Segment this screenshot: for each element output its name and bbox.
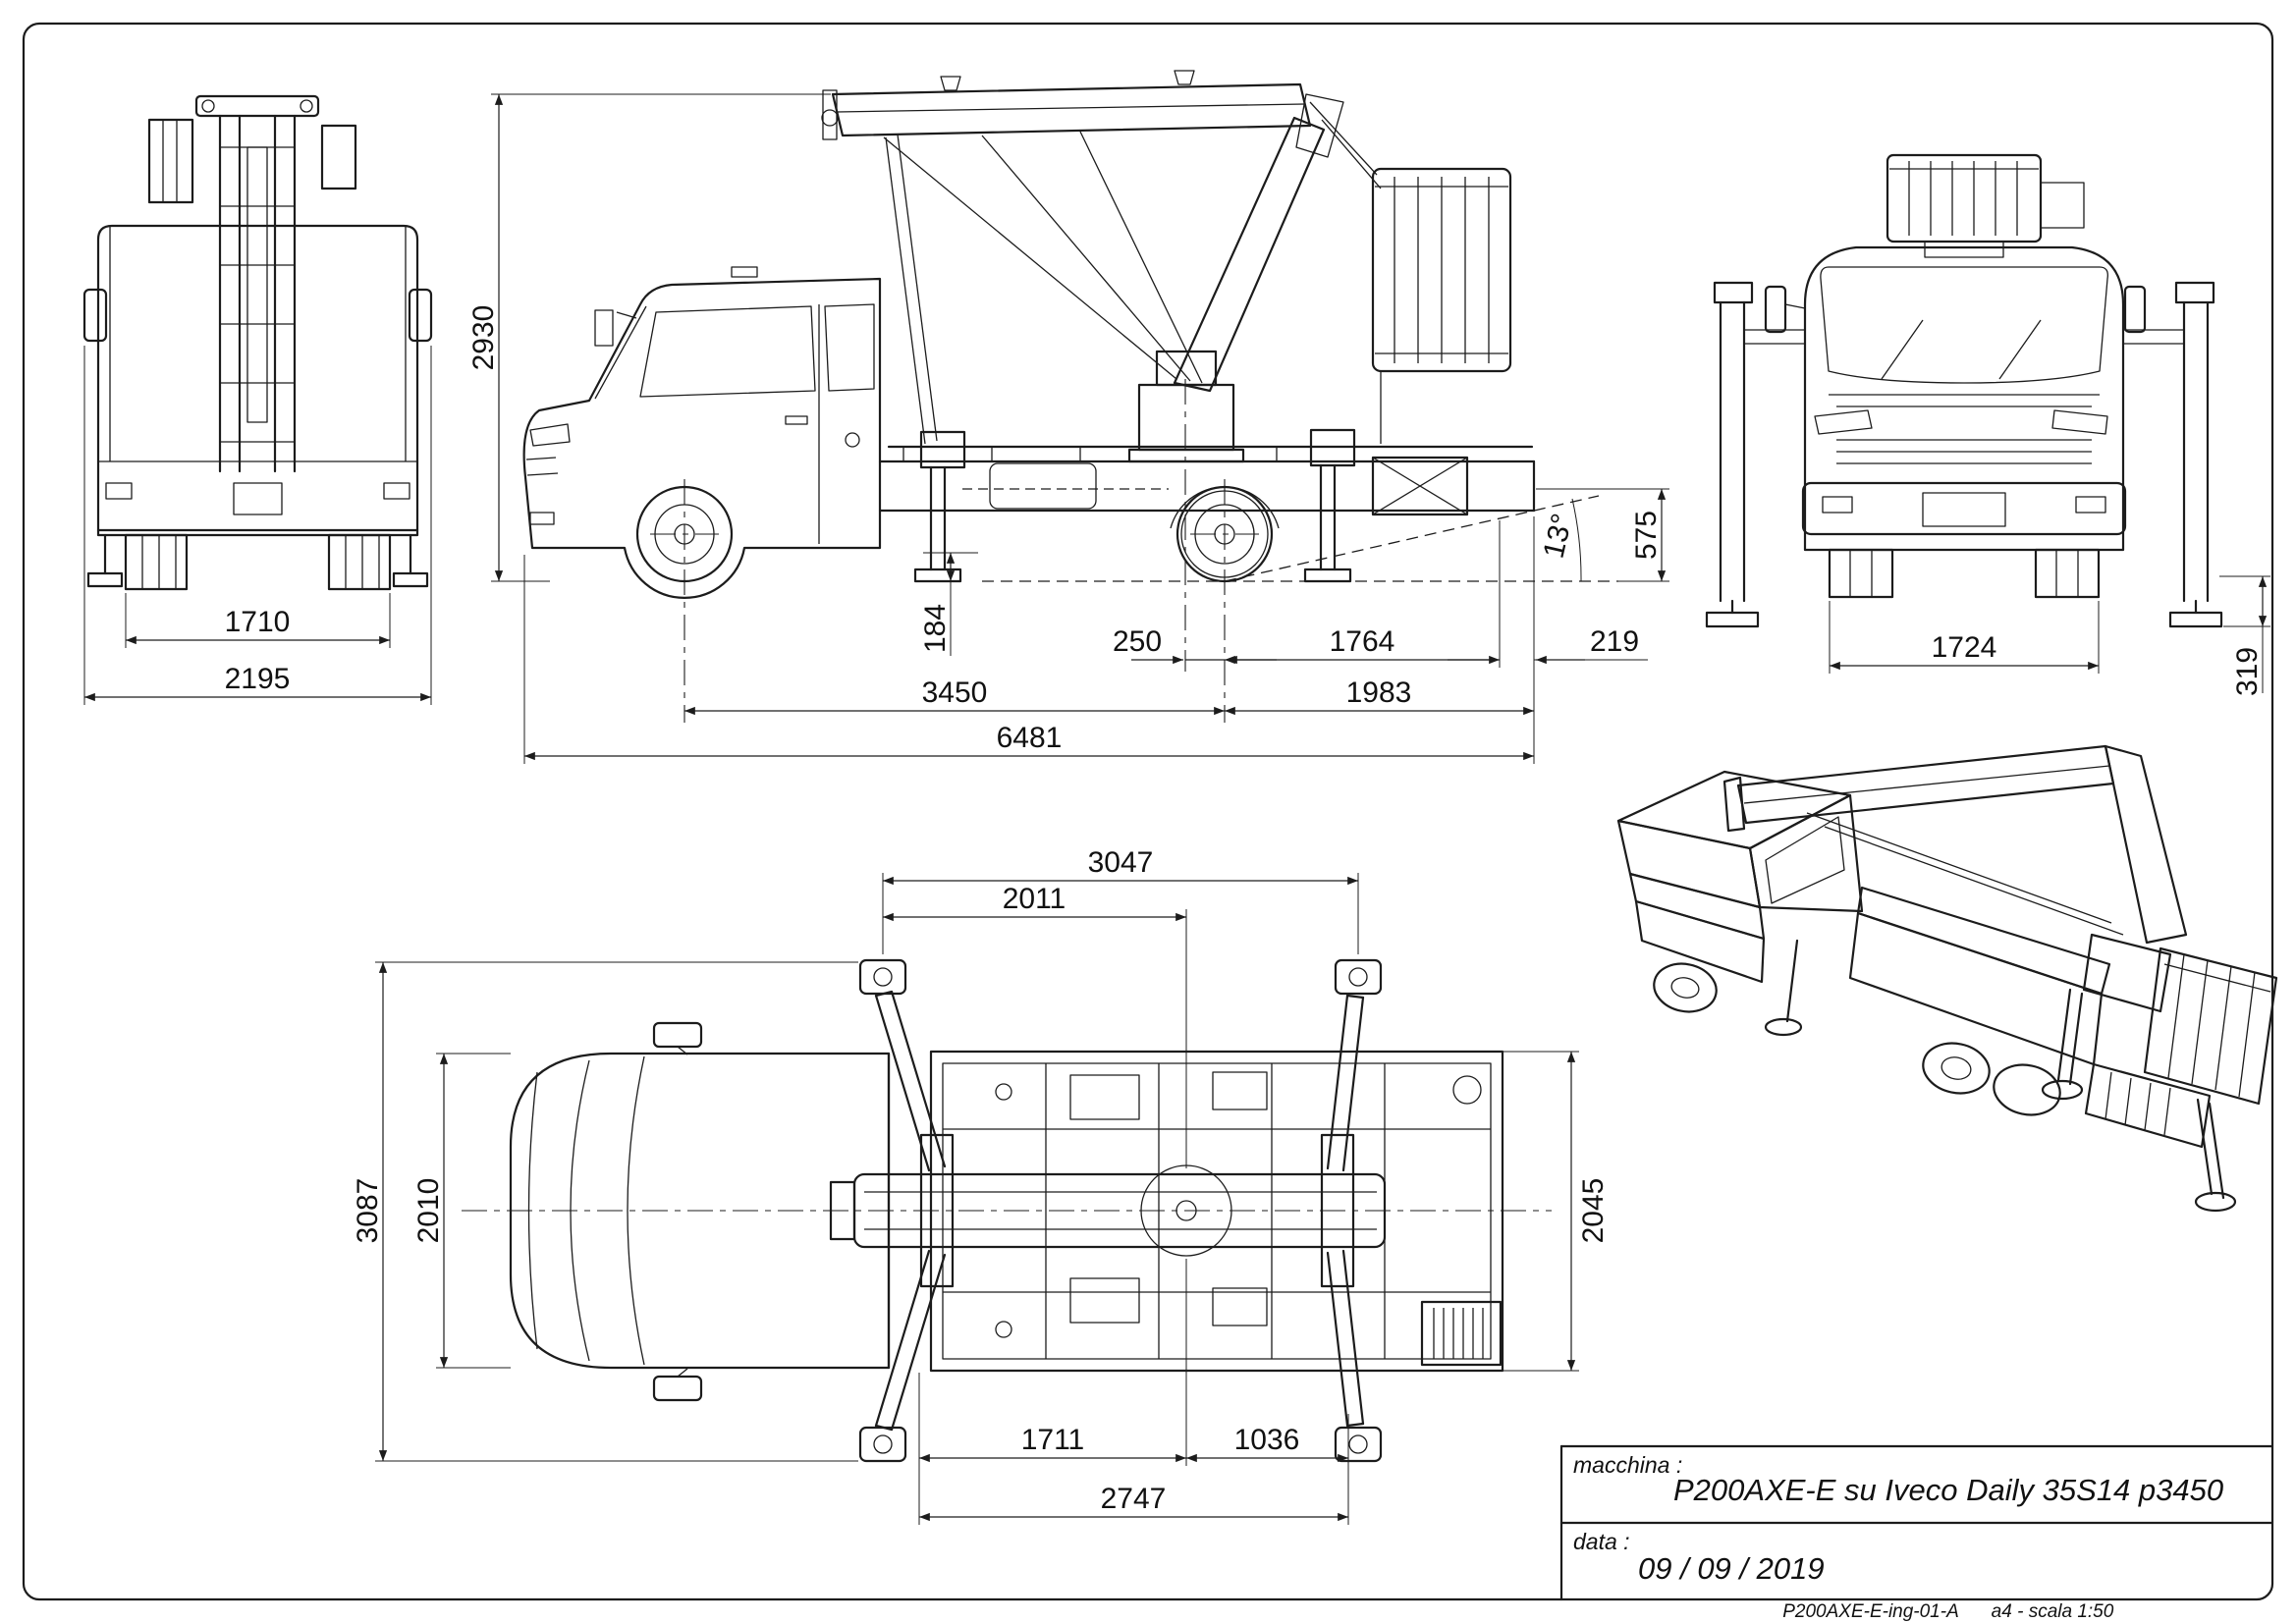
front-view: 1724 319 [1705,153,2270,696]
dim-departure-angle: 13° [1538,511,1579,562]
dim-axle-to-rear: 1764 [1330,625,1395,658]
dim-front-track: 1724 [1932,631,1997,664]
date-label: data : [1573,1529,1630,1554]
dim-front-ref-to-turret: 1711 [1021,1424,1085,1456]
dim-overall-height: 2930 [467,305,500,371]
dim-outrigger-span: 3087 [352,1178,384,1244]
sheet-scale: a4 - scala 1:50 [1992,1601,2114,1622]
dim-outrigger-height: 319 [2231,647,2264,696]
side-view: 13° 2930 575 184 250 1764 219 3450 1983 [467,70,1669,764]
dim-rear-overhang: 1983 [1346,676,1412,709]
isometric-view [1616,744,2278,1213]
dim-turret-to-rear-outrigger: 1036 [1234,1424,1300,1456]
date-value: 09 / 09 / 2019 [1638,1551,1825,1586]
dim-rear-overall-width: 2195 [225,663,291,695]
machine-value: P200AXE-E su Iveco Daily 35S14 p3450 [1673,1473,2223,1507]
dim-turret-to-axle: 250 [1113,625,1162,658]
dim-rear-tip: 219 [1590,625,1639,658]
top-view: 3047 2011 3087 2010 2045 1711 1036 2747 [352,846,1610,1525]
sheet-footer: P200AXE-E-ing-01-A a4 - scala 1:50 [1782,1601,2114,1622]
dim-body-width: 2045 [1577,1178,1610,1244]
dim-rear-track: 1710 [225,606,291,638]
dim-wheelbase: 3450 [922,676,988,709]
drawing-code: P200AXE-E-ing-01-A [1782,1601,1959,1622]
page-border [22,22,2274,1601]
rear-view: 1710 2195 [82,94,433,705]
dim-ground-clearance: 184 [919,604,952,653]
dim-outrigger-base-length: 2747 [1101,1483,1167,1515]
dim-front-outrigger-to-turret: 2011 [1003,883,1066,915]
dim-cab-width: 2010 [412,1178,445,1244]
dim-outrigger-spacing: 3047 [1088,846,1154,879]
machine-label: macchina : [1573,1452,1682,1478]
dim-overall-length: 6481 [997,722,1063,754]
dim-rear-height: 575 [1630,511,1663,560]
title-block: macchina : P200AXE-E su Iveco Daily 35S1… [1559,1444,2274,1601]
